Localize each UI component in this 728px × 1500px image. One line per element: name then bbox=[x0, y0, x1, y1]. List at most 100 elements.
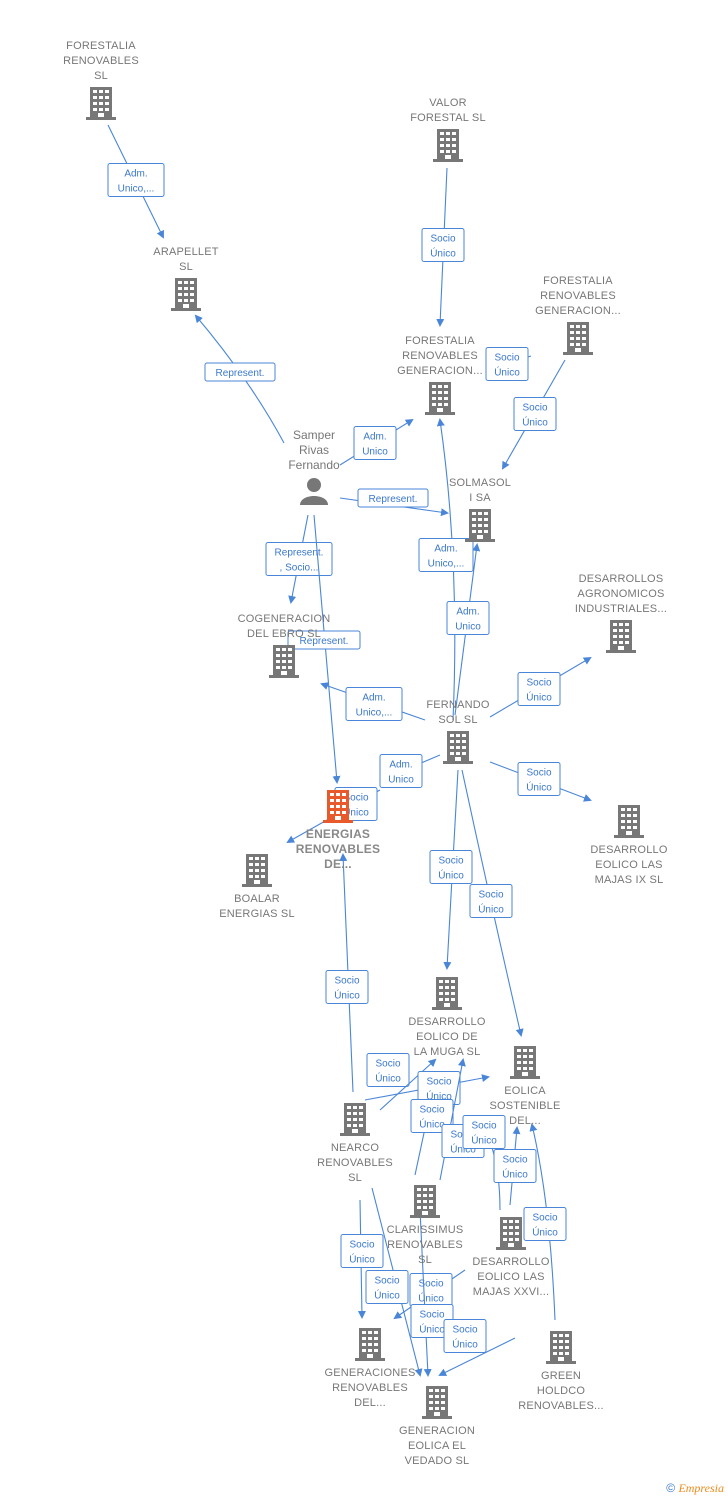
node-desarrollos-agro[interactable]: DESARROLLOSAGRONOMICOSINDUSTRIALES... bbox=[575, 573, 667, 653]
edge-line bbox=[419, 1209, 432, 1377]
edge-label-box[interactable] bbox=[421, 228, 465, 262]
node-label: COGENERACION bbox=[238, 613, 331, 625]
edge-label-box[interactable] bbox=[265, 542, 333, 576]
edge-label-text: Socio bbox=[375, 1059, 400, 1070]
node-label: DE... bbox=[324, 857, 352, 871]
node-generaciones-renovables[interactable]: GENERACIONESRENOVABLESDEL... bbox=[324, 1328, 415, 1409]
relationship-edge[interactable]: Adm.Unico,... bbox=[418, 418, 474, 721]
node-label: AGRONOMICOS bbox=[577, 588, 664, 600]
edge-label-text: Socio bbox=[478, 890, 503, 901]
node-label: VEDADO SL bbox=[405, 1455, 470, 1467]
edge-label-box[interactable] bbox=[107, 163, 165, 197]
node-eolica-sostenible[interactable]: EOLICASOSTENIBLEDEL... bbox=[489, 1046, 560, 1127]
edge-label-box[interactable] bbox=[345, 687, 403, 721]
edge-label-box[interactable] bbox=[493, 1149, 537, 1183]
edge-label-box[interactable] bbox=[325, 970, 369, 1004]
node-forestalia-rg-mid[interactable]: FORESTALIARENOVABLESGENERACION... bbox=[397, 335, 483, 415]
node-label: FORESTALIA bbox=[66, 40, 136, 52]
building-icon bbox=[465, 509, 495, 542]
node-label: GREEN bbox=[541, 1370, 581, 1382]
edge-label-text: Represent. bbox=[275, 548, 324, 559]
relationship-edge[interactable]: Represent. bbox=[287, 514, 361, 784]
node-label: MAJAS IX SL bbox=[595, 874, 664, 886]
edge-label-box[interactable] bbox=[517, 762, 561, 796]
relationship-edge[interactable]: Adm.Unico,... bbox=[320, 682, 426, 721]
node-label: DEL... bbox=[354, 1397, 386, 1409]
edge-label-box[interactable] bbox=[469, 884, 513, 918]
edge-label-box[interactable] bbox=[462, 1115, 506, 1149]
edge-label-box[interactable] bbox=[443, 1319, 487, 1353]
edge-label-box[interactable] bbox=[429, 850, 473, 884]
edge-label-box[interactable] bbox=[340, 1234, 384, 1268]
edge-label-box[interactable] bbox=[353, 426, 397, 460]
edge-label-box[interactable] bbox=[418, 538, 474, 572]
edge-label-box[interactable] bbox=[446, 601, 490, 635]
node-energias-renovables[interactable]: ENERGIASRENOVABLESDE... bbox=[296, 790, 380, 871]
edge-label-box[interactable] bbox=[365, 1270, 409, 1304]
relationship-edge[interactable]: Adm.Unico bbox=[379, 754, 441, 788]
building-icon bbox=[563, 322, 593, 355]
edge-label-text: Único bbox=[494, 366, 520, 379]
node-green-holdco[interactable]: GREENHOLDCORENOVABLES... bbox=[518, 1331, 604, 1412]
edge-label-text: Socio bbox=[522, 403, 547, 414]
edge-label-text: Único bbox=[375, 1072, 401, 1085]
relationship-edge[interactable]: Represent., Socio... bbox=[265, 514, 333, 604]
edge-label-text: Único bbox=[374, 1289, 400, 1302]
edge-label-box[interactable] bbox=[513, 397, 557, 431]
edge-label-text: Unico,... bbox=[428, 559, 465, 570]
relationship-edge[interactable]: Adm.Unico,... bbox=[107, 124, 165, 239]
node-forestalia-rg-top[interactable]: FORESTALIARENOVABLESGENERACION... bbox=[535, 275, 621, 355]
edge-label-text: Único bbox=[478, 903, 504, 916]
edge-label-box[interactable] bbox=[357, 488, 429, 508]
edge-label-box[interactable] bbox=[204, 362, 276, 382]
copyright-symbol: © bbox=[666, 1481, 676, 1495]
edge-label-box[interactable] bbox=[485, 347, 529, 381]
edge-label-text: Único bbox=[522, 416, 548, 429]
node-label: GENERACION bbox=[399, 1425, 475, 1437]
edge-label-box[interactable] bbox=[410, 1099, 454, 1133]
edge-label-text: Adm. bbox=[456, 607, 479, 618]
relationship-edge[interactable]: Adm.Unico bbox=[339, 418, 414, 466]
relationship-edge[interactable]: Represent. bbox=[194, 314, 285, 444]
building-icon bbox=[510, 1046, 540, 1079]
node-label: I SA bbox=[469, 492, 491, 504]
relationship-edge[interactable]: Adm.Unico bbox=[446, 543, 490, 716]
edge-label-box[interactable] bbox=[379, 754, 423, 788]
edge-label-box[interactable] bbox=[517, 672, 561, 706]
edge-label-box[interactable] bbox=[523, 1207, 567, 1241]
relationship-edge[interactable]: Represent. bbox=[339, 488, 449, 517]
edge-label-box[interactable] bbox=[287, 630, 361, 650]
edge-label-box[interactable] bbox=[366, 1053, 410, 1087]
